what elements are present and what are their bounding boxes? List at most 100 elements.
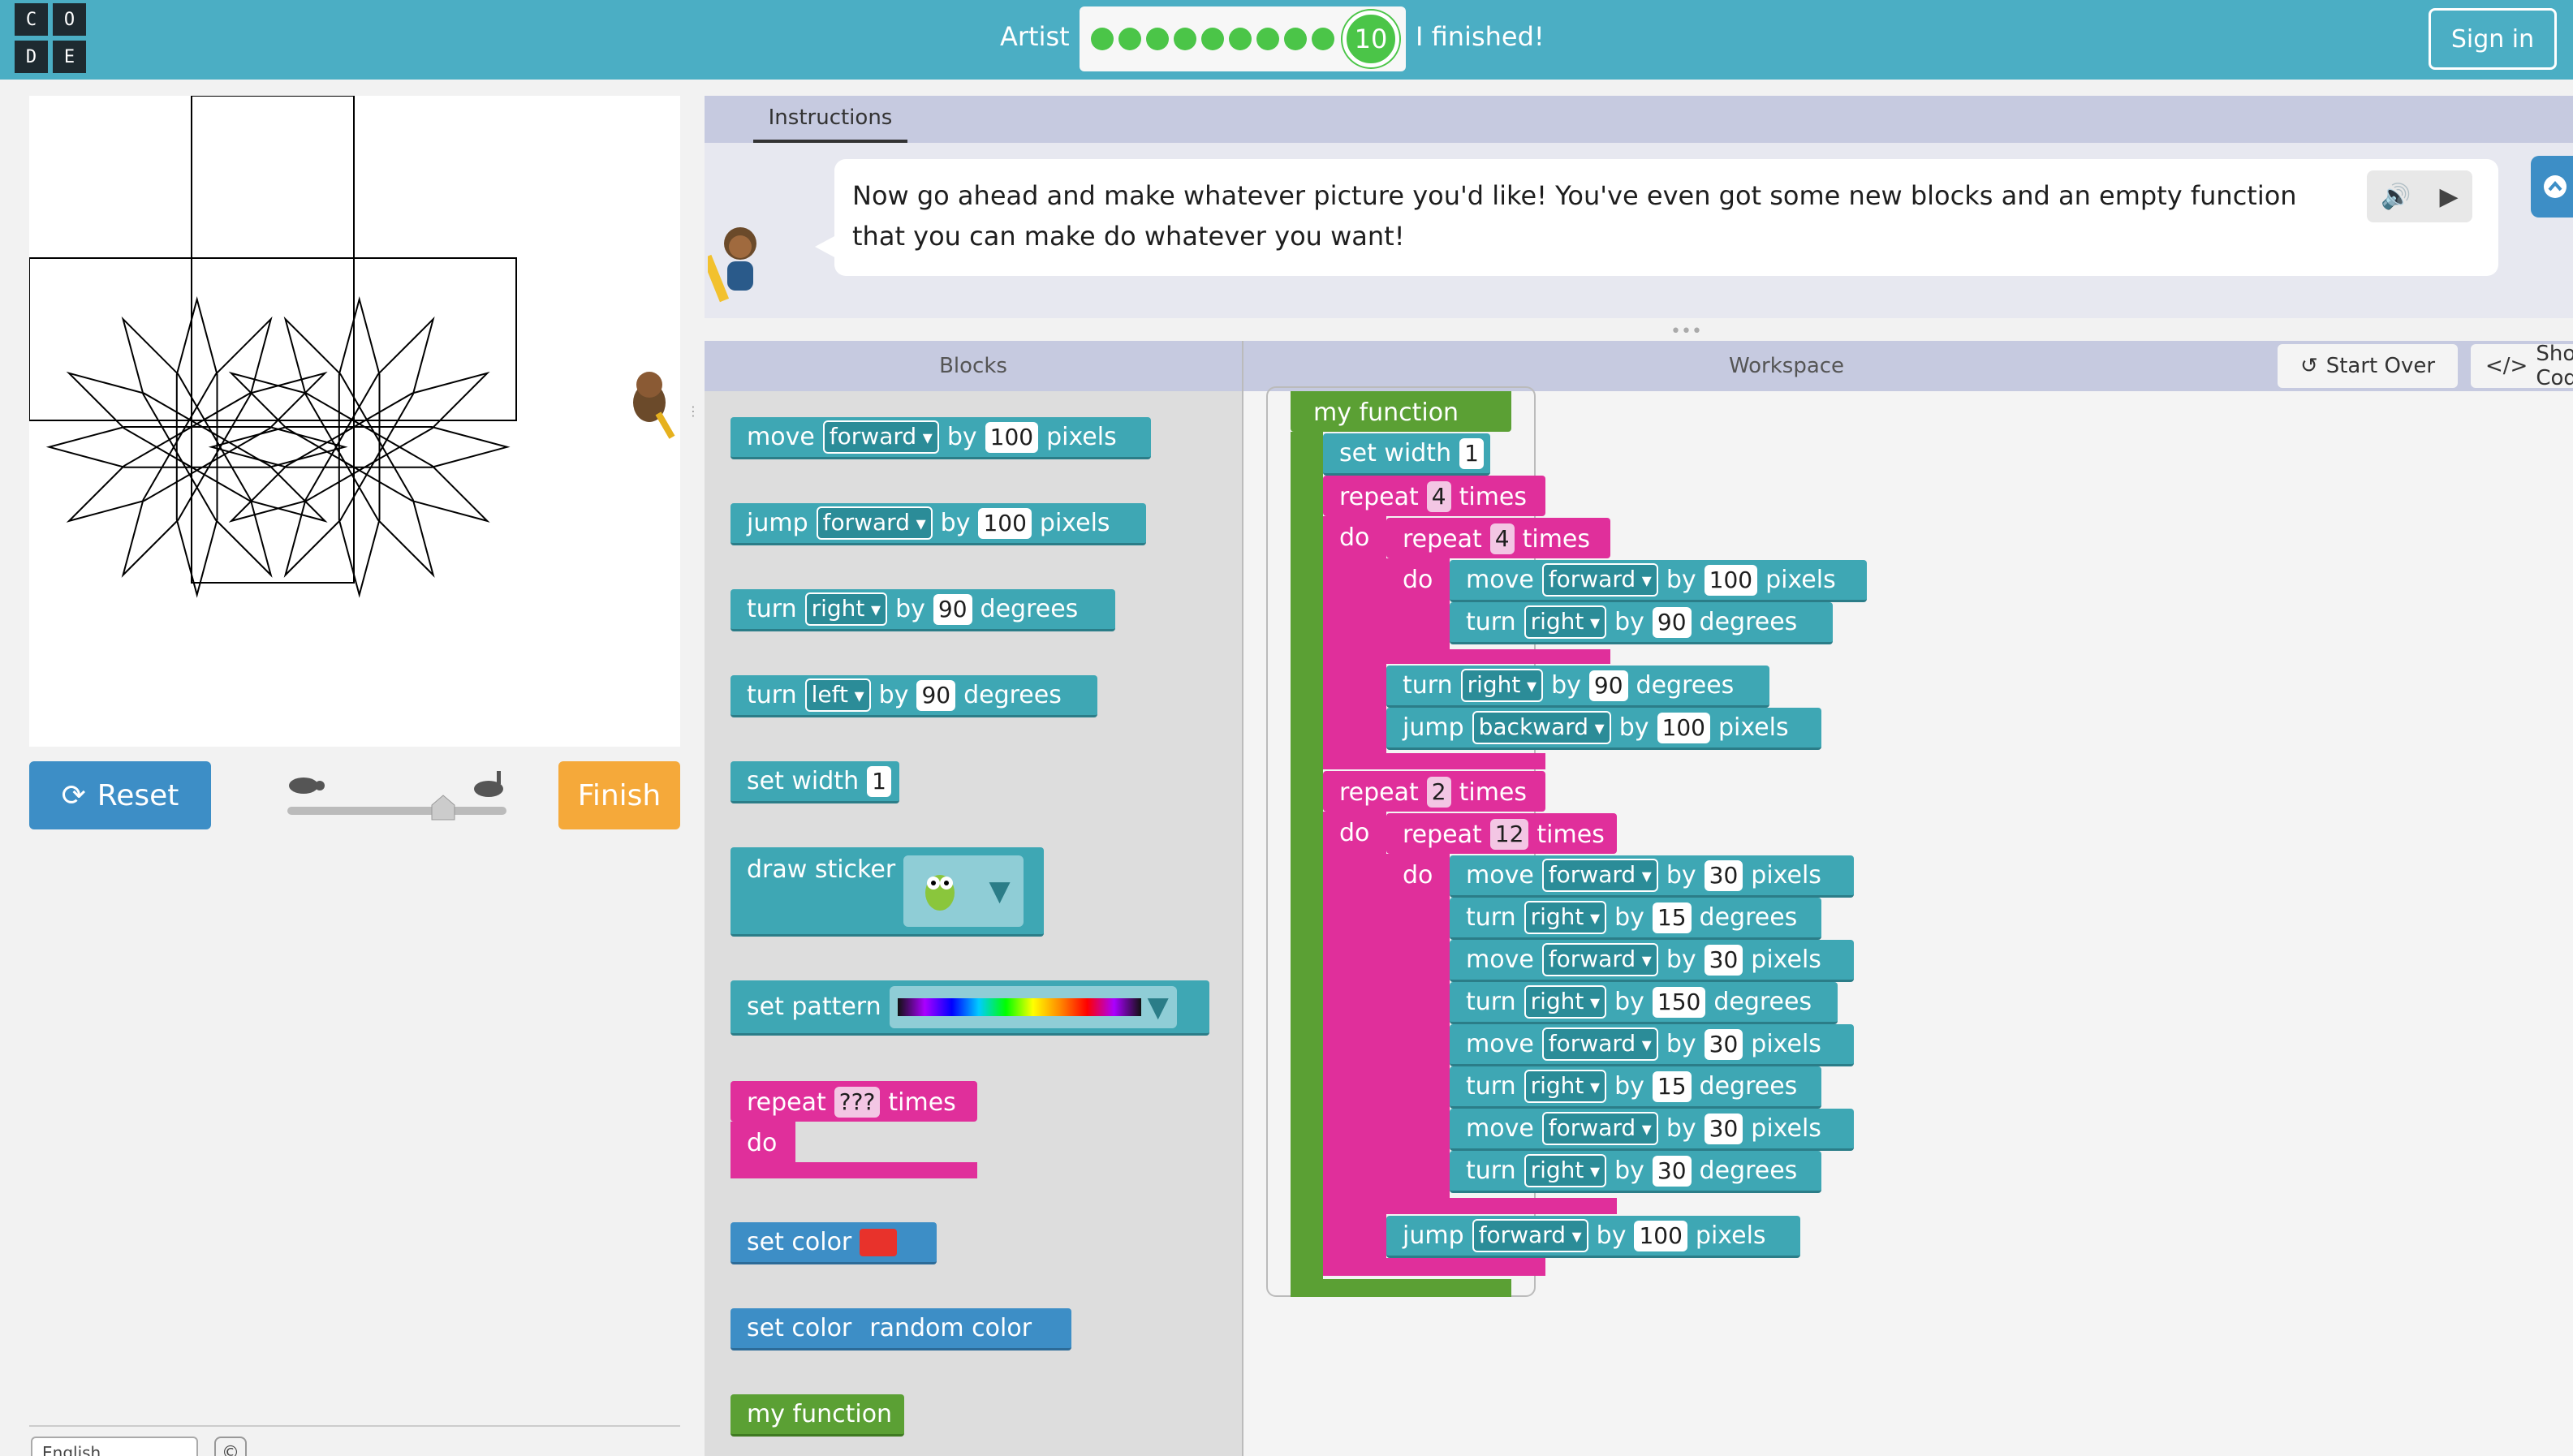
toolbox-turn-right-block[interactable]: turn right by 90 degrees: [731, 589, 1115, 631]
direction-dropdown[interactable]: right: [1460, 669, 1544, 702]
direction-dropdown[interactable]: right: [1524, 985, 1607, 1019]
ws-turn-block[interactable]: turnrightby15degrees: [1450, 898, 1821, 940]
number-field[interactable]: 90: [933, 593, 972, 625]
toolbox-my-function-block[interactable]: my function: [731, 1394, 904, 1437]
number-field[interactable]: 90: [1588, 670, 1628, 701]
number-field[interactable]: 30: [1704, 1028, 1743, 1060]
ws-turn-block[interactable]: turnrightby150degrees: [1450, 982, 1838, 1024]
ws-turn-block[interactable]: turnrightby15degrees: [1450, 1066, 1821, 1109]
code-org-logo[interactable]: C O D E: [15, 3, 86, 73]
sign-in-button[interactable]: Sign in: [2429, 8, 2557, 70]
speed-slider[interactable]: [284, 769, 511, 826]
block-text: by: [1614, 903, 1644, 932]
number-field[interactable]: 30: [1652, 1155, 1692, 1187]
pattern-dropdown[interactable]: ▼: [889, 985, 1177, 1028]
ws-turn-block[interactable]: turnrightby30degrees: [1450, 1151, 1821, 1193]
direction-dropdown[interactable]: right: [804, 592, 888, 626]
ws-jump-block[interactable]: jump backward by 100 pixels: [1386, 708, 1821, 750]
direction-dropdown[interactable]: right: [1524, 1154, 1607, 1187]
ws-move-block[interactable]: move forward by 100 pixels: [1450, 560, 1867, 602]
current-level-badge[interactable]: 10: [1343, 11, 1399, 67]
number-field[interactable]: 2: [1426, 777, 1451, 808]
number-field[interactable]: 90: [1652, 606, 1692, 638]
direction-dropdown[interactable]: right: [1524, 605, 1607, 639]
number-field[interactable]: 4: [1489, 523, 1515, 554]
speaker-icon[interactable]: 🔊: [2381, 182, 2411, 211]
number-field[interactable]: 100: [1704, 564, 1758, 596]
block-text: jump: [1403, 1221, 1464, 1250]
number-field[interactable]: 100: [978, 507, 1032, 539]
ws-turn-block[interactable]: turn right by 90 degrees: [1450, 602, 1833, 644]
number-field[interactable]: 30: [1704, 1113, 1743, 1144]
number-field[interactable]: 100: [985, 421, 1039, 453]
direction-dropdown[interactable]: backward: [1472, 711, 1611, 744]
ws-move-block[interactable]: moveforwardby30pixels: [1450, 855, 1854, 898]
level-dot[interactable]: [1146, 28, 1169, 50]
number-field[interactable]: 30: [1704, 944, 1743, 976]
number-field[interactable]: 30: [1704, 859, 1743, 891]
toolbox-jump-block[interactable]: jump forward by 100 pixels: [731, 503, 1146, 545]
level-dot[interactable]: [1174, 28, 1196, 50]
direction-dropdown[interactable]: forward: [822, 420, 939, 454]
toolbox-move-block[interactable]: move forward by 100 pixels: [731, 417, 1151, 459]
level-dot[interactable]: [1229, 28, 1252, 50]
slider-thumb[interactable]: [431, 795, 455, 821]
level-dot[interactable]: [1312, 28, 1334, 50]
number-field[interactable]: 1: [867, 765, 891, 797]
direction-dropdown[interactable]: forward: [1541, 859, 1658, 892]
level-dot[interactable]: [1284, 28, 1307, 50]
tab-instructions[interactable]: Instructions: [753, 96, 907, 143]
ws-move-block[interactable]: moveforwardby30pixels: [1450, 1024, 1854, 1066]
direction-dropdown[interactable]: forward: [1541, 1112, 1658, 1145]
show-code-button[interactable]: </> Show Code: [2471, 344, 2573, 388]
direction-dropdown[interactable]: forward: [816, 506, 933, 540]
toolbox-set-pattern-block[interactable]: set pattern ▼: [731, 980, 1209, 1036]
toolbox-turn-left-block[interactable]: turn left by 90 degrees: [731, 675, 1097, 717]
number-field[interactable]: 4: [1426, 481, 1451, 512]
direction-dropdown[interactable]: forward: [1472, 1219, 1588, 1252]
number-field[interactable]: 100: [1657, 712, 1710, 743]
toolbox-set-random-color-block[interactable]: set color random color: [731, 1308, 1071, 1350]
direction-dropdown[interactable]: forward: [1541, 943, 1658, 976]
number-field[interactable]: 15: [1652, 902, 1692, 933]
direction-dropdown[interactable]: forward: [1541, 563, 1658, 597]
ws-jump-block[interactable]: jump forward by 100 pixels: [1386, 1216, 1800, 1258]
panel-resize-grip[interactable]: ⋮: [687, 405, 700, 432]
ws-turn-block[interactable]: turn right by 90 degrees: [1386, 666, 1769, 708]
color-swatch[interactable]: [860, 1228, 898, 1256]
direction-dropdown[interactable]: right: [1524, 1070, 1607, 1103]
number-field[interactable]: 90: [916, 679, 956, 711]
ws-set-width-block[interactable]: set width 1: [1323, 433, 1490, 476]
number-field[interactable]: 100: [1634, 1220, 1687, 1251]
number-field[interactable]: 15: [1652, 1070, 1692, 1102]
sticker-dropdown[interactable]: ▼: [903, 855, 1024, 927]
instructions-resize-handle[interactable]: •••: [1670, 321, 1702, 342]
ws-move-block[interactable]: moveforwardby30pixels: [1450, 940, 1854, 982]
level-dot[interactable]: [1091, 28, 1114, 50]
language-select[interactable]: English: [31, 1437, 198, 1456]
number-field[interactable]: 150: [1652, 986, 1706, 1018]
finished-label[interactable]: I finished!: [1416, 21, 1545, 52]
reset-button[interactable]: ⟳ Reset: [29, 761, 211, 829]
toolbox-set-width-block[interactable]: set width 1: [731, 761, 899, 803]
direction-dropdown[interactable]: left: [804, 678, 871, 712]
collapse-instructions-button[interactable]: [2531, 156, 2573, 218]
level-dot[interactable]: [1118, 28, 1141, 50]
instructions-text: Now go ahead and make whatever picture y…: [852, 180, 2297, 252]
number-field[interactable]: 12: [1489, 819, 1529, 850]
toolbox-draw-sticker-block[interactable]: draw sticker ▼: [731, 847, 1044, 937]
copyright-button[interactable]: ©: [214, 1437, 247, 1456]
toolbox-set-color-block[interactable]: set color: [731, 1222, 937, 1264]
ws-move-block[interactable]: moveforwardby30pixels: [1450, 1109, 1854, 1151]
block-text: turn: [1403, 671, 1453, 700]
level-dot[interactable]: [1256, 28, 1279, 50]
number-field[interactable]: ???: [834, 1087, 881, 1118]
function-definition-header[interactable]: [1291, 391, 1511, 432]
direction-dropdown[interactable]: right: [1524, 901, 1607, 934]
level-dot[interactable]: [1201, 28, 1224, 50]
direction-dropdown[interactable]: forward: [1541, 1027, 1658, 1061]
start-over-button[interactable]: ↺ Start Over: [2278, 344, 2458, 388]
play-icon[interactable]: ▶: [2439, 182, 2459, 211]
number-field[interactable]: 1: [1459, 437, 1484, 469]
finish-button[interactable]: Finish: [558, 761, 680, 829]
